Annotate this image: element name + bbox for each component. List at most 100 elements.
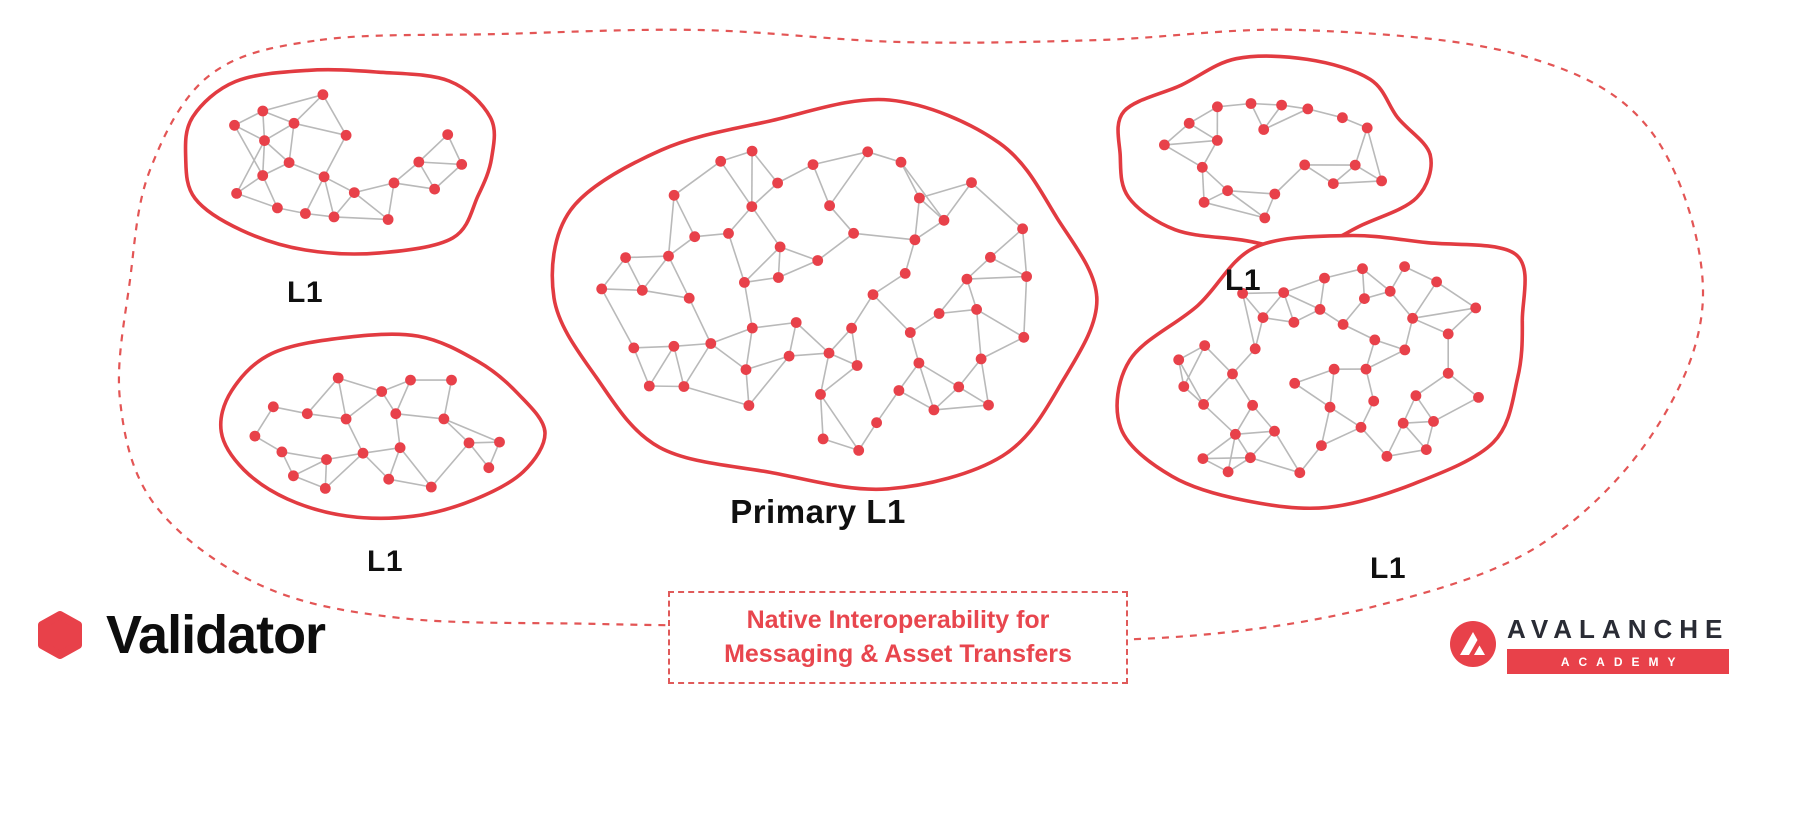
validator-node <box>913 357 925 369</box>
network-edge <box>667 255 690 299</box>
validator-node <box>429 183 440 195</box>
network-edge <box>918 197 945 221</box>
network-edge <box>1202 433 1236 460</box>
network-edge <box>443 418 500 443</box>
validator-node <box>1327 178 1339 190</box>
validator-node <box>678 381 690 392</box>
validator-node <box>1247 399 1258 411</box>
network-edge <box>727 206 753 234</box>
network-edge <box>418 134 449 163</box>
validator-node <box>807 159 819 171</box>
network-edge <box>1365 349 1406 370</box>
network-edge <box>323 176 335 218</box>
network-edge <box>288 123 295 163</box>
validator-node <box>893 385 905 396</box>
network-edge <box>288 161 325 178</box>
network-edge <box>820 364 858 396</box>
network-edge <box>918 362 960 388</box>
network-edge <box>293 122 347 137</box>
network-edge <box>1203 403 1236 435</box>
l1-boundary-l1-top-right <box>1116 54 1433 251</box>
network-edge <box>1021 228 1028 277</box>
network-edge <box>1411 281 1438 319</box>
validator-node <box>705 338 717 349</box>
l1-edges-primary-l1 <box>600 150 1028 452</box>
network-edge <box>443 379 453 420</box>
network-edge <box>1360 426 1388 457</box>
validator-node <box>1360 363 1372 375</box>
network-edge <box>293 458 327 477</box>
network-edge <box>395 379 412 415</box>
validator-node <box>1212 101 1223 113</box>
network-edge <box>1274 164 1306 195</box>
validator-node <box>1410 390 1422 402</box>
network-edge <box>1361 268 1391 292</box>
network-edge <box>744 276 779 284</box>
validator-node <box>229 119 240 131</box>
validator-node <box>1381 450 1393 462</box>
validator-node <box>1245 98 1257 109</box>
validator-node <box>895 156 907 168</box>
network-edge <box>976 308 1025 338</box>
network-edge <box>337 377 382 393</box>
network-edge <box>323 134 347 178</box>
network-edge <box>1386 422 1404 457</box>
l1-nodes-primary-l1 <box>596 145 1032 456</box>
network-edge <box>1415 372 1449 397</box>
network-edge <box>395 413 401 448</box>
validator-node <box>1302 103 1314 115</box>
validator-node <box>909 234 921 246</box>
network-edge <box>233 124 264 176</box>
network-edge <box>667 195 675 257</box>
network-edge <box>1333 180 1382 185</box>
network-edge <box>1249 430 1276 459</box>
network-edge <box>1354 127 1368 166</box>
network-edge <box>281 451 327 461</box>
network-edge <box>673 346 685 387</box>
validator-hexagon-icon <box>38 611 82 659</box>
validator-node <box>1349 159 1361 171</box>
validator-node <box>300 208 311 219</box>
network-edge <box>1263 108 1309 131</box>
network-edge <box>264 122 295 142</box>
network-edge <box>1235 430 1275 436</box>
validator-node <box>1359 293 1370 304</box>
cluster-label-primary-l1: Primary L1 <box>730 493 906 530</box>
l1-nodes-l1-bottom-left <box>249 372 505 494</box>
validator-node <box>328 211 340 223</box>
network-edge <box>353 191 389 221</box>
validator-node <box>1222 466 1234 478</box>
network-edge <box>1201 166 1229 192</box>
network-edge <box>362 452 390 480</box>
l1-nodes-l1-top-right <box>1159 98 1387 224</box>
network-edge <box>822 438 859 452</box>
network-edge <box>989 228 1024 258</box>
network-edge <box>1329 406 1362 428</box>
cluster-label-l1-top-right: L1 <box>1224 264 1262 297</box>
brand-text-block: AVALANCHE ACADEMY <box>1507 614 1730 674</box>
validator-node <box>663 250 674 262</box>
network-edge <box>875 390 900 424</box>
validator-node <box>953 381 965 393</box>
network-edge <box>345 418 364 454</box>
validator-node <box>1196 161 1208 173</box>
network-edge <box>933 386 960 411</box>
validator-node <box>643 380 655 392</box>
network-edge <box>624 257 644 291</box>
network-edge <box>914 197 921 240</box>
network-edge <box>673 342 711 348</box>
network-edge <box>812 164 831 206</box>
validator-node <box>1021 271 1032 282</box>
network-edge <box>393 182 435 190</box>
validator-node <box>267 401 279 413</box>
network-edge <box>748 355 790 407</box>
validator-node <box>772 177 783 189</box>
network-edge <box>1283 277 1325 294</box>
network-edge <box>1227 189 1275 195</box>
validator-node <box>340 413 352 425</box>
network-edge <box>641 255 670 291</box>
validator-node <box>1420 444 1432 455</box>
validator-node <box>1361 122 1373 134</box>
network-edge <box>1202 456 1251 460</box>
validator-node <box>1173 354 1185 366</box>
